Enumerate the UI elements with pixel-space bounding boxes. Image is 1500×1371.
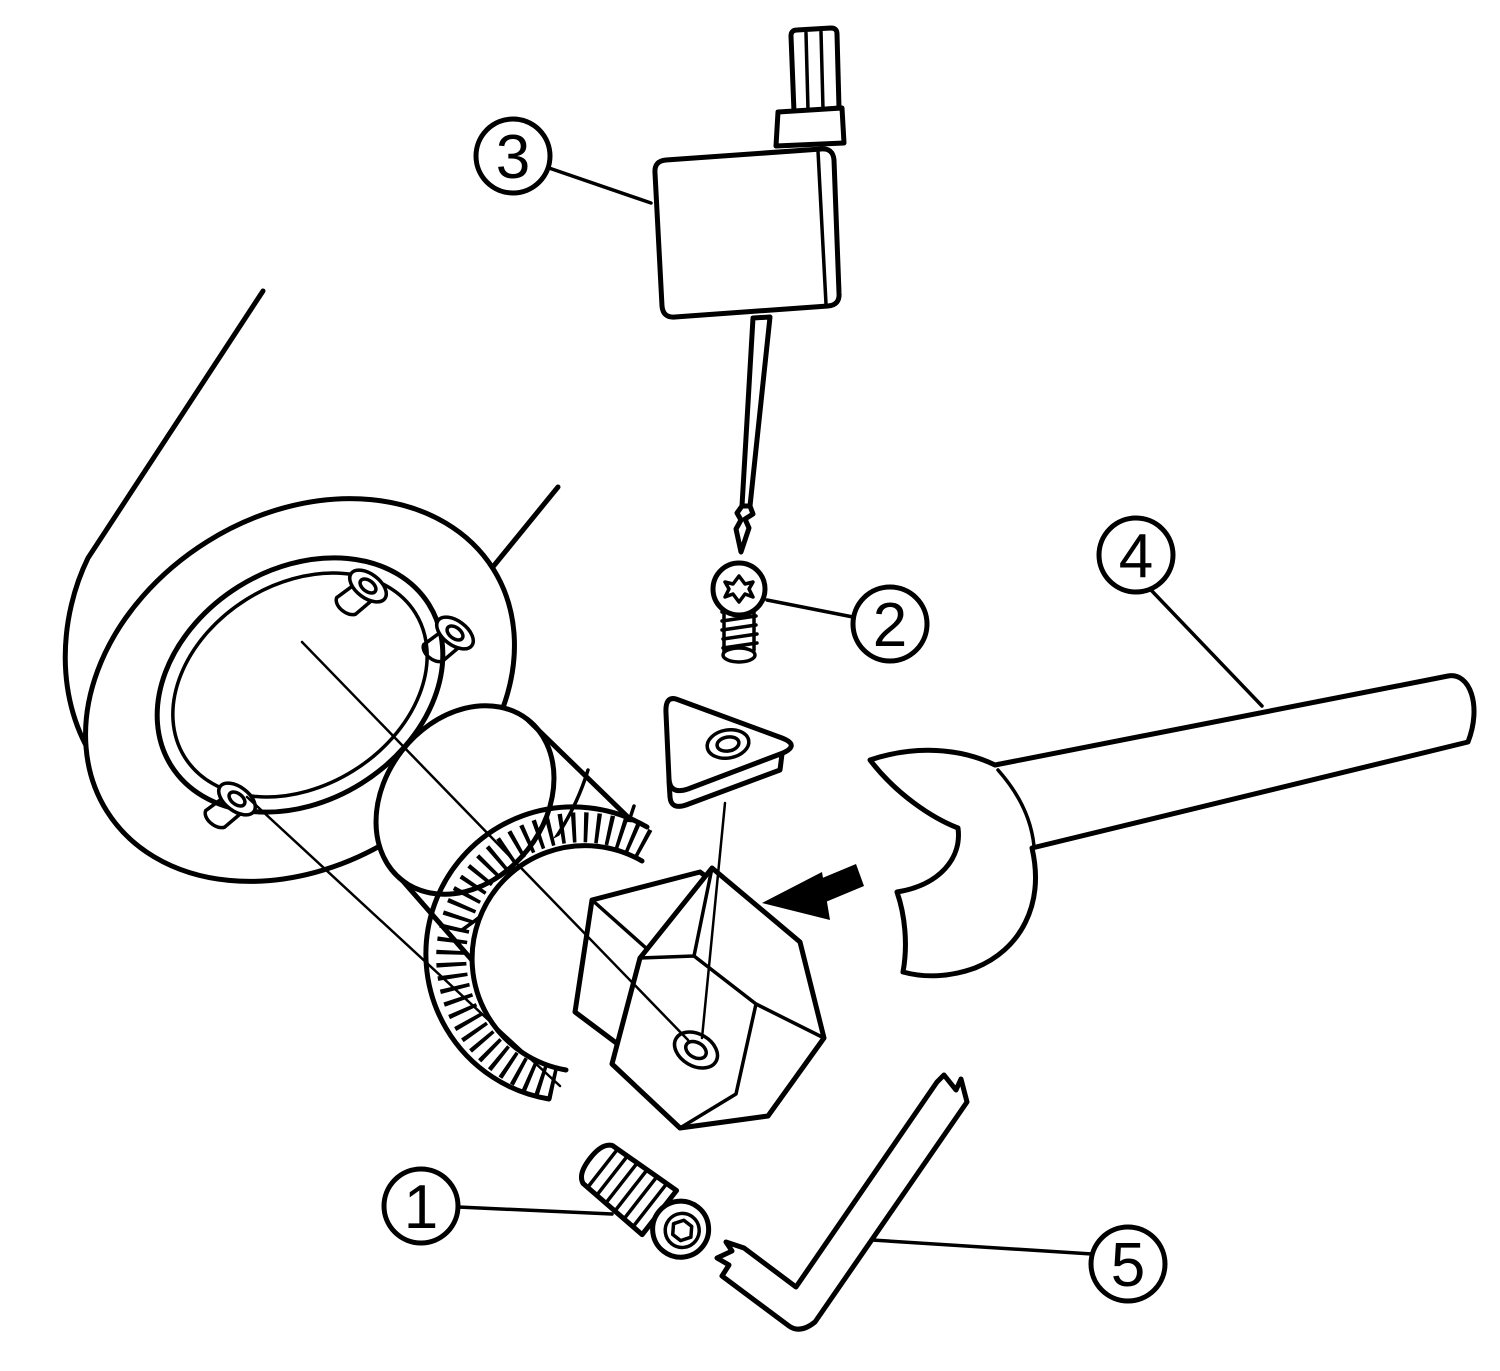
flange-screw-right	[421, 615, 476, 664]
screw2-tip	[721, 646, 757, 664]
callout-1-leader	[456, 1205, 614, 1216]
driver-handle	[652, 146, 842, 320]
flange-screw-bottom	[203, 781, 258, 830]
callout-4-leader	[1149, 588, 1264, 708]
housing-upper-edge	[62, 288, 266, 768]
callout-5-circle	[1088, 1224, 1168, 1304]
callout-3-circle	[473, 116, 553, 196]
callout-2-leader	[765, 598, 855, 619]
callout-5-leader	[870, 1238, 1094, 1256]
wrench-head-contour	[996, 768, 1036, 848]
insert-side	[666, 751, 785, 809]
key-outline	[714, 1072, 970, 1332]
arrow-head	[762, 872, 830, 920]
alignment-line-top	[300, 640, 690, 1042]
screw1-hex-socket	[670, 1218, 694, 1243]
callout-3: 3	[473, 116, 653, 205]
wrench-outline	[867, 673, 1477, 979]
flange-recess	[154, 555, 446, 815]
alignment-line-bottom	[245, 795, 562, 1088]
driver-torx-tip	[733, 503, 756, 555]
driver-hex-shaft	[788, 25, 842, 115]
pocket-screw-hole-inner	[684, 1039, 708, 1061]
assembly-arrow	[762, 864, 864, 920]
screw-drive	[358, 577, 378, 595]
callout-5: 5	[870, 1224, 1168, 1304]
driver-hex-facets	[804, 30, 825, 112]
screw-drive	[445, 624, 465, 642]
torx-key	[714, 1072, 970, 1332]
callout-4: 4	[1096, 515, 1264, 708]
callout-4-number: 4	[1119, 522, 1153, 591]
flange-screw-top	[334, 568, 389, 617]
callouts: 3 2 4 1 5	[381, 116, 1264, 1304]
cutting-insert	[663, 696, 794, 809]
driver-collar	[773, 105, 847, 149]
callout-3-number: 3	[496, 123, 530, 192]
torque-screwdriver	[652, 25, 847, 555]
screw1-threads	[586, 1149, 668, 1229]
callout-2: 2	[765, 584, 930, 664]
flange-recess-inner	[171, 571, 429, 799]
callout-1-number: 1	[404, 1173, 438, 1242]
open-end-wrench	[867, 673, 1477, 979]
driver-shaft	[739, 314, 773, 509]
dial-inner-rim	[469, 843, 645, 1073]
clamping-screw	[579, 1142, 712, 1260]
insert-screw	[710, 560, 768, 664]
dial-outer-rim	[423, 804, 650, 1102]
callout-1-circle	[381, 1166, 461, 1246]
callout-4-circle	[1096, 515, 1176, 595]
callout-5-number: 5	[1111, 1231, 1145, 1300]
callout-1: 1	[381, 1166, 614, 1246]
callout-3-leader	[547, 166, 653, 205]
callout-2-circle	[850, 584, 930, 664]
insert-alignment-line	[700, 801, 727, 1040]
screw2-torx-drive	[723, 574, 755, 604]
driver-handle-edge	[816, 149, 828, 306]
head-facets	[638, 866, 826, 1130]
cutter-head	[609, 865, 827, 1131]
screw-drive	[227, 790, 247, 808]
callout-2-number: 2	[873, 591, 907, 660]
insert-hole-inner	[715, 735, 741, 753]
